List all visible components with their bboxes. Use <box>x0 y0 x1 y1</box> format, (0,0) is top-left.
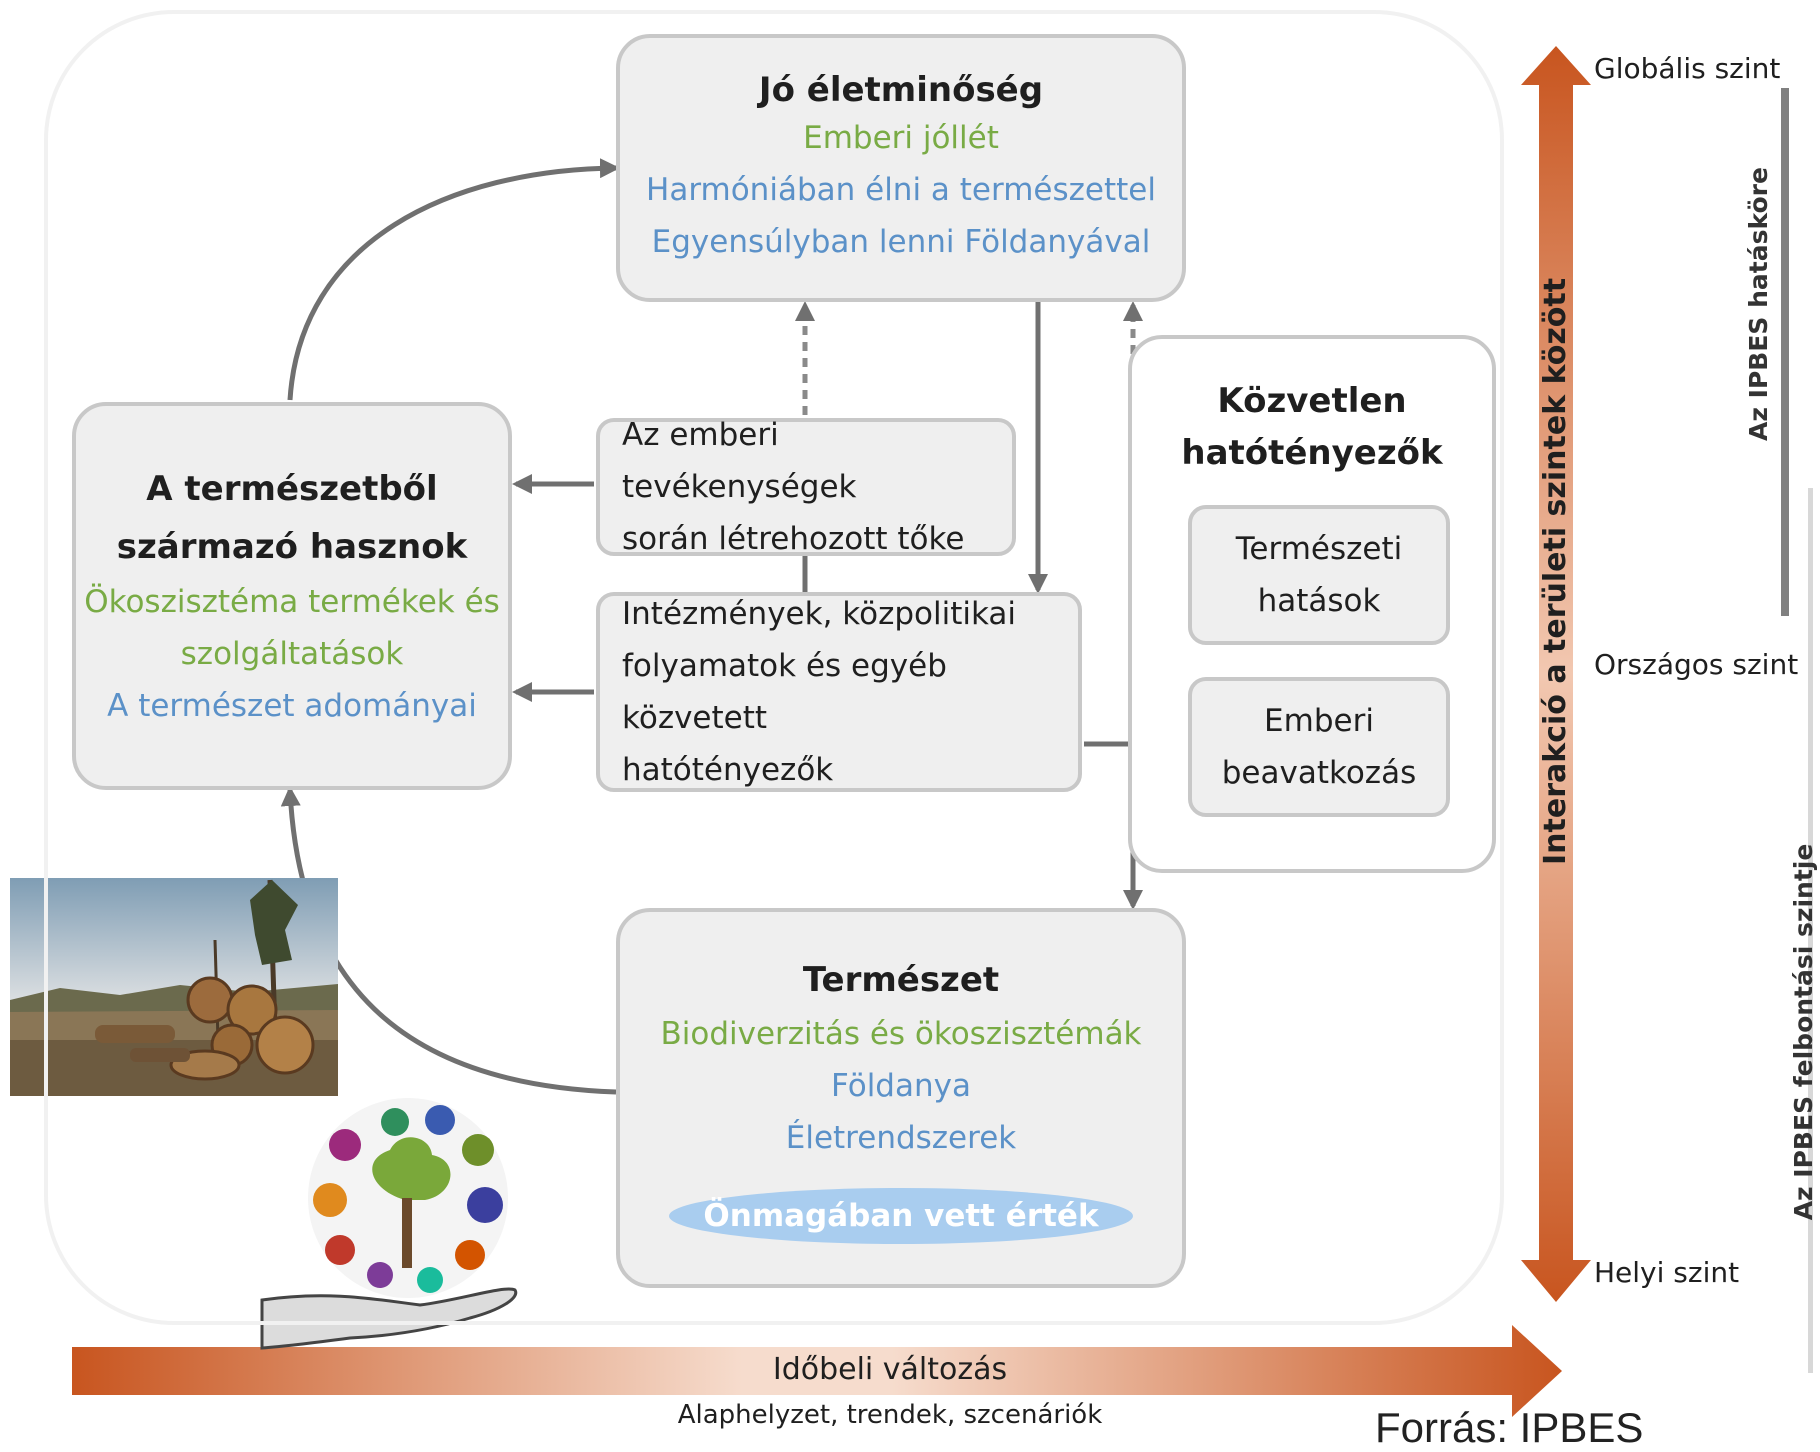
box-title: származó hasznok <box>116 527 468 567</box>
vertical-scale-arrow <box>1521 46 1591 1302</box>
intrinsic-value-pill: Önmagában vett érték <box>669 1188 1133 1244</box>
institutions-box: Intézmények, közpolitikai folyamatok és … <box>596 592 1082 792</box>
framework-boundary <box>44 10 1504 1325</box>
box-line: Harmóniában élni a természettel <box>646 172 1156 208</box>
box-title: A természetből <box>146 469 438 509</box>
box-title: Természet <box>802 960 1000 1000</box>
time-axis-sublabel: Alaphelyzet, trendek, szcenáriók <box>677 1400 1103 1430</box>
box-line: szolgáltatások <box>180 636 404 672</box>
box-line: Életrendszerek <box>785 1120 1017 1156</box>
box-line: Intézmények, közpolitikai <box>622 596 1017 632</box>
ipbes-scope-label: Az IPBES hatásköre <box>1744 167 1773 441</box>
box-line: hatások <box>1257 583 1381 619</box>
box-line: Földanya <box>831 1068 971 1104</box>
global-level-label: Globális szint <box>1594 52 1781 85</box>
box-title: hatótényezők <box>1181 433 1443 473</box>
scope-bar <box>1781 88 1789 616</box>
box-line: Emberi jóllét <box>803 120 999 156</box>
box-line: hatótényezők <box>622 752 834 788</box>
box-line: folyamatok és egyéb közvetett <box>622 648 947 736</box>
box-line: Emberi <box>1264 703 1374 739</box>
box-line: Az emberi tevékenységek <box>622 417 857 505</box>
ipbes-resolution-label: Az IPBES felbontási szintje <box>1789 843 1818 1221</box>
natural-drivers-box: Természeti hatások <box>1188 505 1450 645</box>
resolution-bar <box>1808 488 1813 1373</box>
source-caption: Forrás: IPBES <box>1375 1404 1644 1451</box>
biodiversity-hand-illustration <box>260 1098 518 1350</box>
natures-benefits-box: A természetből származó hasznok Ökoszisz… <box>72 402 512 790</box>
box-line: során létrehozott tőke <box>622 521 965 557</box>
deforestation-photo <box>10 878 338 1096</box>
box-line: Ökoszisztéma termékek és <box>84 584 500 620</box>
time-arrow <box>72 1325 1562 1417</box>
time-axis-label: Időbeli változás <box>772 1352 1008 1387</box>
good-quality-of-life-box: Jó életminőség Emberi jóllét Harmóniában… <box>616 34 1186 302</box>
box-title: Közvetlen <box>1217 381 1407 421</box>
box-line: beavatkozás <box>1221 755 1417 791</box>
nature-box: Természet Biodiverzitás és ökoszisztémák… <box>616 908 1186 1288</box>
anthropogenic-assets-box: Az emberi tevékenységek során létrehozot… <box>596 417 1016 557</box>
box-line: A természet adományai <box>107 688 477 724</box>
box-line: Biodiverzitás és ökoszisztémák <box>660 1016 1142 1052</box>
box-title: Jó életminőség <box>758 70 1044 110</box>
arrow-benefits-to-quality <box>287 158 620 401</box>
box-line: Természeti <box>1235 531 1403 567</box>
national-level-label: Országos szint <box>1594 648 1799 681</box>
box-line: Egyensúlyban lenni Földanyával <box>651 224 1151 260</box>
local-level-label: Helyi szint <box>1594 1256 1740 1289</box>
arrow-nature-to-benefits <box>280 786 617 1095</box>
vertical-axis-label: Interakció a területi szintek között <box>1538 277 1573 865</box>
anthropogenic-drivers-box: Emberi beavatkozás <box>1188 677 1450 817</box>
